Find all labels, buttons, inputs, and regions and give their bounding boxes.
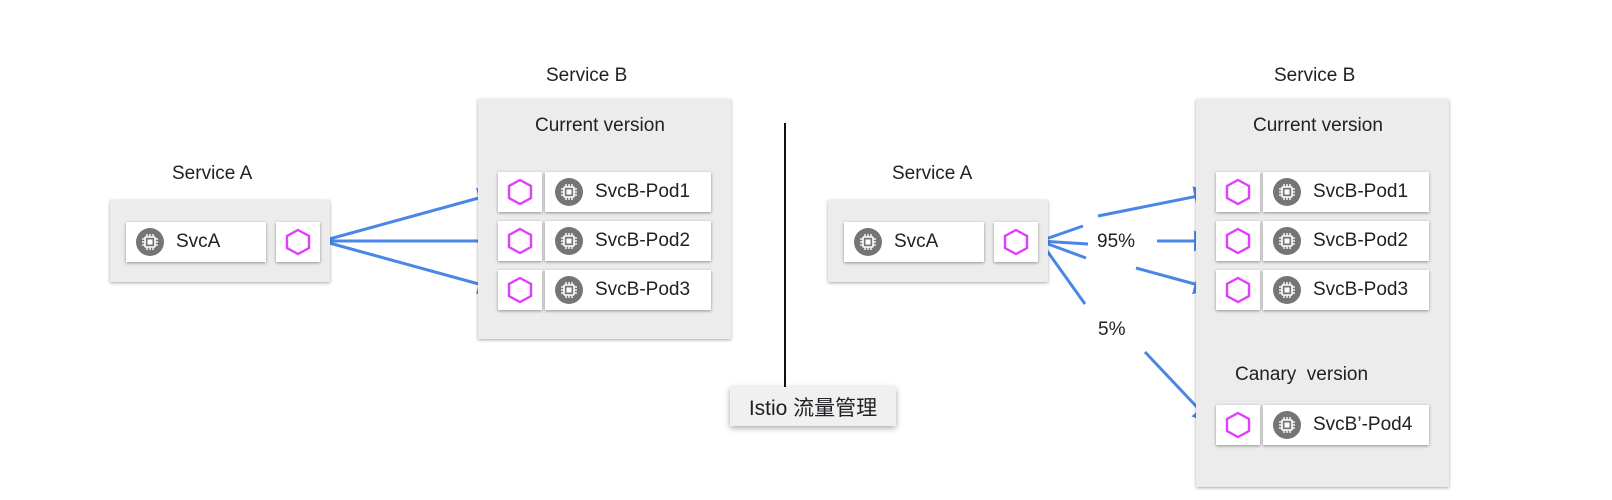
- left-pod1-card[interactable]: SvcB-Pod1: [545, 172, 711, 212]
- arrow-to-pod1: [321, 187, 500, 243]
- left-service-a-title: Service A: [172, 163, 253, 184]
- left-service-a-panel: SvcA: [110, 200, 330, 282]
- left-svca-label: SvcA: [176, 231, 221, 252]
- left-service-b-panel: Current version SvcB-Pod1 SvcB-Pod2 SvcB…: [478, 99, 731, 339]
- right-service-b-title: Service B: [1274, 65, 1356, 86]
- divider-line: [784, 123, 786, 388]
- left-current-version-title: Current version: [535, 115, 665, 136]
- chip-icon: [1273, 276, 1301, 304]
- istio-caption: Istio 流量管理: [730, 387, 896, 426]
- right-pod1-label: SvcB-Pod1: [1313, 181, 1409, 202]
- right-pod3-proxy[interactable]: [1216, 270, 1260, 310]
- right-service-b-panel: Current version SvcB-Pod1 SvcB-Pod2 SvcB…: [1196, 99, 1449, 487]
- chip-icon: [555, 178, 583, 206]
- right-pod2-label: SvcB-Pod2: [1313, 230, 1409, 251]
- right-current-version-title: Current version: [1253, 115, 1383, 136]
- right-svca-card[interactable]: SvcA: [844, 222, 984, 262]
- right-svca-proxy[interactable]: [994, 222, 1038, 262]
- chip-icon: [555, 276, 583, 304]
- left-pod1-proxy[interactable]: [498, 172, 542, 212]
- canary-pod-label: SvcB’-Pod4: [1313, 414, 1413, 435]
- right-svca-label: SvcA: [894, 231, 939, 252]
- right-pod3-label: SvcB-Pod3: [1313, 279, 1409, 300]
- hexagon-icon: [507, 178, 533, 206]
- hexagon-icon: [1225, 276, 1251, 304]
- right-service-a-title: Service A: [892, 163, 973, 184]
- hexagon-icon: [285, 228, 311, 256]
- canary-pod-proxy[interactable]: [1216, 405, 1260, 445]
- split-pct-canary: 5%: [1092, 317, 1132, 343]
- hexagon-icon: [507, 276, 533, 304]
- arrow-to-pod3: [321, 239, 500, 295]
- split-pct-main: 95%: [1091, 229, 1142, 255]
- left-service-b-title: Service B: [546, 65, 628, 86]
- left-svca-proxy[interactable]: [276, 222, 320, 262]
- chip-icon: [1273, 178, 1301, 206]
- arrow-right-pod1: [1097, 186, 1216, 218]
- hexagon-icon: [507, 227, 533, 255]
- left-pod3-card[interactable]: SvcB-Pod3: [545, 270, 711, 310]
- left-pod1-label: SvcB-Pod1: [595, 181, 691, 202]
- right-pod2-card[interactable]: SvcB-Pod2: [1263, 221, 1429, 261]
- hexagon-icon: [1225, 178, 1251, 206]
- hexagon-icon: [1225, 411, 1251, 439]
- chip-icon: [555, 227, 583, 255]
- left-pod3-label: SvcB-Pod3: [595, 279, 691, 300]
- right-pod3-card[interactable]: SvcB-Pod3: [1263, 270, 1429, 310]
- hexagon-icon: [1003, 228, 1029, 256]
- right-pod1-card[interactable]: SvcB-Pod1: [1263, 172, 1429, 212]
- chip-icon: [854, 228, 882, 256]
- chip-icon: [136, 228, 164, 256]
- canary-pod-card[interactable]: SvcB’-Pod4: [1263, 405, 1429, 445]
- left-pod2-label: SvcB-Pod2: [595, 230, 691, 251]
- right-pod1-proxy[interactable]: [1216, 172, 1260, 212]
- right-pod2-proxy[interactable]: [1216, 221, 1260, 261]
- chip-icon: [1273, 411, 1301, 439]
- hexagon-icon: [1225, 227, 1251, 255]
- left-pod3-proxy[interactable]: [498, 270, 542, 310]
- chip-icon: [1273, 227, 1301, 255]
- fan-line-2: [1039, 239, 1089, 246]
- left-svca-card[interactable]: SvcA: [126, 222, 266, 262]
- canary-version-title: Canary version: [1235, 364, 1369, 385]
- left-pod2-proxy[interactable]: [498, 221, 542, 261]
- right-service-a-panel: SvcA: [828, 200, 1048, 282]
- left-pod2-card[interactable]: SvcB-Pod2: [545, 221, 711, 261]
